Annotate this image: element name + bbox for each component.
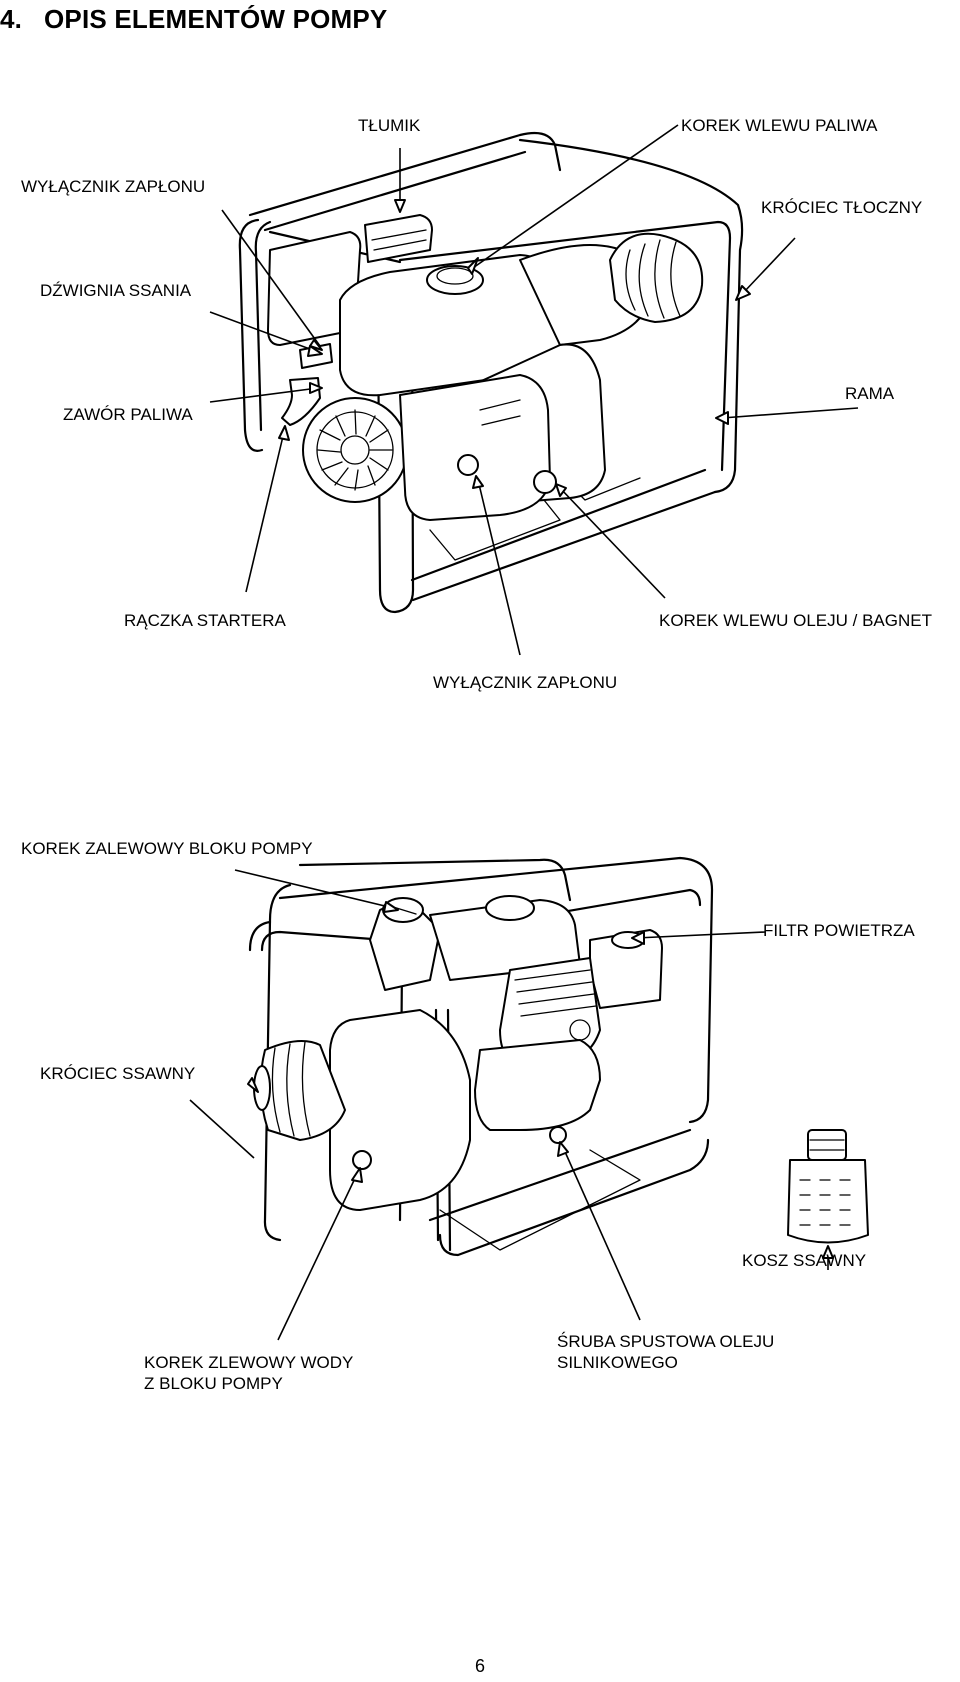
oil-cap (533, 470, 557, 494)
label-rama: RAMA (845, 384, 895, 403)
callout-lines (189, 869, 834, 1341)
label-korek-zlewowy-line2: Z BLOKU POMPY (144, 1374, 283, 1393)
label-tlumik: TŁUMIK (358, 116, 421, 135)
label-wylacznik-zaplonu-top: WYŁĄCZNIK ZAPŁONU (21, 177, 206, 196)
label-sruba-spustowa-line2: SILNIKOWEGO (557, 1353, 678, 1372)
label-korek-wlewu-paliwa: KOREK WLEWU PALIWA (681, 116, 878, 135)
label-kosz-ssawny: KOSZ SSAWNY (742, 1251, 867, 1270)
section-title: OPIS ELEMENTÓW POMPY (44, 4, 388, 34)
label-dzwignia-ssania: DŹWIGNIA SSANIA (40, 281, 192, 300)
label-krociec-ssawny: KRÓCIEC SSAWNY (40, 1064, 196, 1083)
crankcase (399, 374, 551, 521)
fuel-cap (426, 265, 484, 295)
label-korek-zalewowy: KOREK ZALEWOWY BLOKU POMPY (21, 839, 313, 858)
pump-diagram-front (209, 124, 859, 656)
frame-top-bar (398, 220, 732, 472)
strainer-basket (787, 1159, 869, 1244)
fuel-tank (429, 899, 581, 981)
outlet-nozzle (609, 232, 704, 323)
oil-drain-bolt (549, 1126, 567, 1144)
label-sruba-spustowa-line1: ŚRUBA SPUSTOWA OLEJU (557, 1332, 775, 1351)
label-korek-wlewu-oleju: KOREK WLEWU OLEJU / BAGNET (659, 611, 932, 630)
label-krociec-tloczny: KRÓCIEC TŁOCZNY (761, 198, 923, 217)
label-raczka-startera: RĄCZKA STARTERA (124, 611, 286, 630)
crankcase (474, 1039, 601, 1131)
air-filter (589, 929, 663, 1009)
frame-bottom-rail (438, 1138, 710, 1257)
frame-left-front (238, 218, 264, 452)
frame-rear-top (298, 858, 572, 902)
frame-rear-top-inner (263, 150, 527, 232)
label-korek-zlewowy-line1: KOREK ZLEWOWY WODY (144, 1353, 354, 1372)
frame-top-bar (278, 856, 714, 1124)
frame-bottom-rail (411, 490, 717, 602)
page-number: 6 (474, 1656, 485, 1676)
frame-rear-top (248, 131, 562, 217)
frame-right-rear (518, 138, 744, 494)
strainer-neck (807, 1129, 847, 1161)
section-number: 4. (0, 4, 23, 34)
pump-diagram-rear (189, 856, 869, 1341)
label-filtr-powietrza: FILTR POWIETRZA (763, 921, 915, 940)
label-zawor-paliwa: ZAWÓR PALIWA (63, 405, 193, 424)
drain-plug (352, 1150, 372, 1170)
label-wylacznik-zaplonu-bottom: WYŁĄCZNIK ZAPŁONU (433, 673, 618, 692)
section-heading: 4. OPIS ELEMENTÓW POMPY (0, 4, 387, 35)
callout-lines (209, 124, 859, 656)
fuel-cap (485, 895, 535, 921)
muffler (364, 214, 433, 263)
ignition-switch-knob (457, 454, 479, 476)
